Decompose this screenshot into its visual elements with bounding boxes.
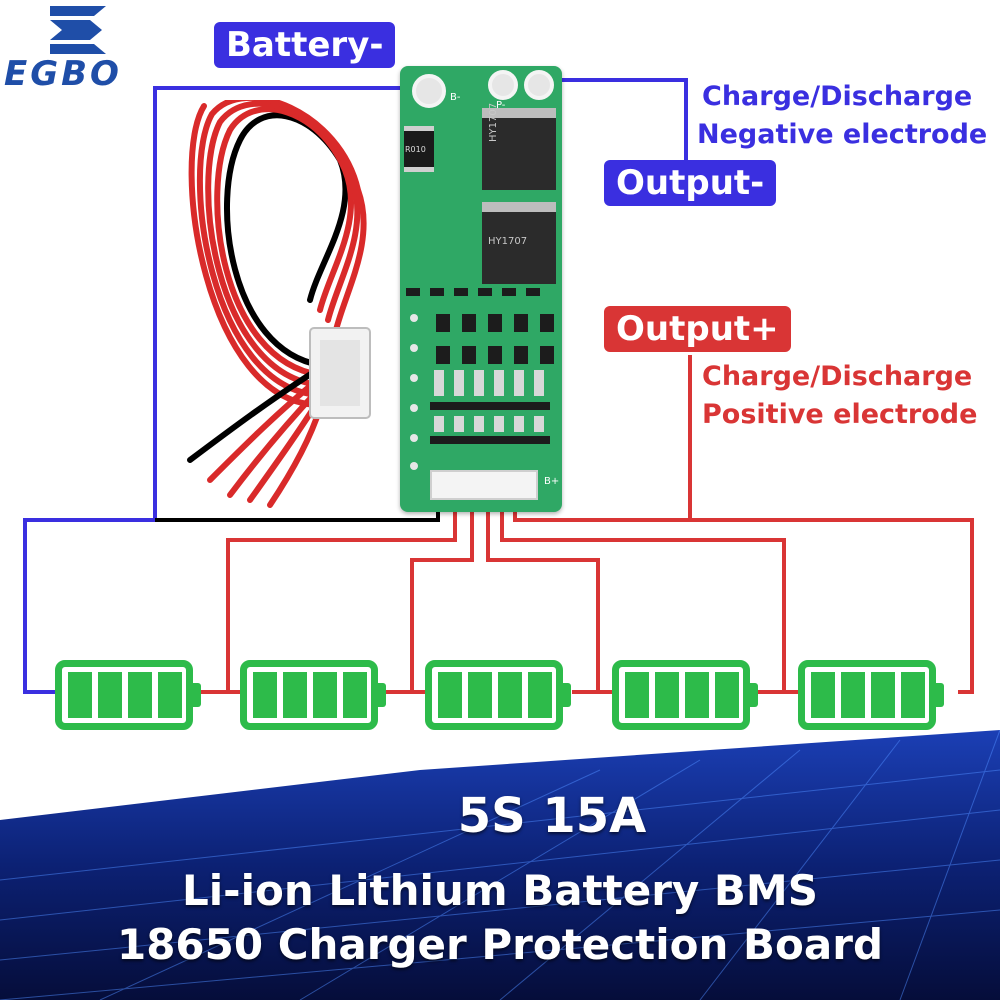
balance-connector [430,470,538,500]
shunt-resistor: R010 [404,126,434,172]
negative-note-line1: Charge/Discharge [702,81,973,112]
battery-negative-wire [23,86,428,694]
logo-text: EGBO [4,54,122,94]
positive-note-line2: Positive electrode [702,399,978,430]
mosfet-2: HY1707 [482,202,556,284]
title-product: Li-ion Lithium Battery BMS [182,866,818,915]
b-neg-pad [412,74,446,108]
output-negative-wire [540,78,688,160]
b-pos-silkscreen: B+ [544,476,560,487]
battery-negative-label: Battery- [214,22,396,68]
p-neg-pad-1 [488,70,518,100]
brand-logo: EGBO [0,0,170,100]
output-negative-label: Output- [604,160,777,206]
title-description: 18650 Charger Protection Board [116,920,884,969]
p-neg-pad-2 [524,70,554,100]
balance-cable-harness [187,100,371,508]
balance-wire-5 [513,490,974,694]
smd-components [406,288,554,470]
logo-icon [50,6,106,54]
mosfet-1: HY1707 [482,103,556,190]
output-positive-label: Output+ [604,306,791,352]
positive-note-line1: Charge/Discharge [702,361,973,392]
bms-board: B- P- R010 HY1707 HY1707 [400,66,562,512]
b-neg-silkscreen: B- [450,92,461,103]
negative-note-line2: Negative electrode [697,119,988,150]
bottom-banner [0,730,1000,1000]
p-neg-silkscreen: P- [496,100,506,111]
title-spec: 5S 15A [457,788,647,844]
